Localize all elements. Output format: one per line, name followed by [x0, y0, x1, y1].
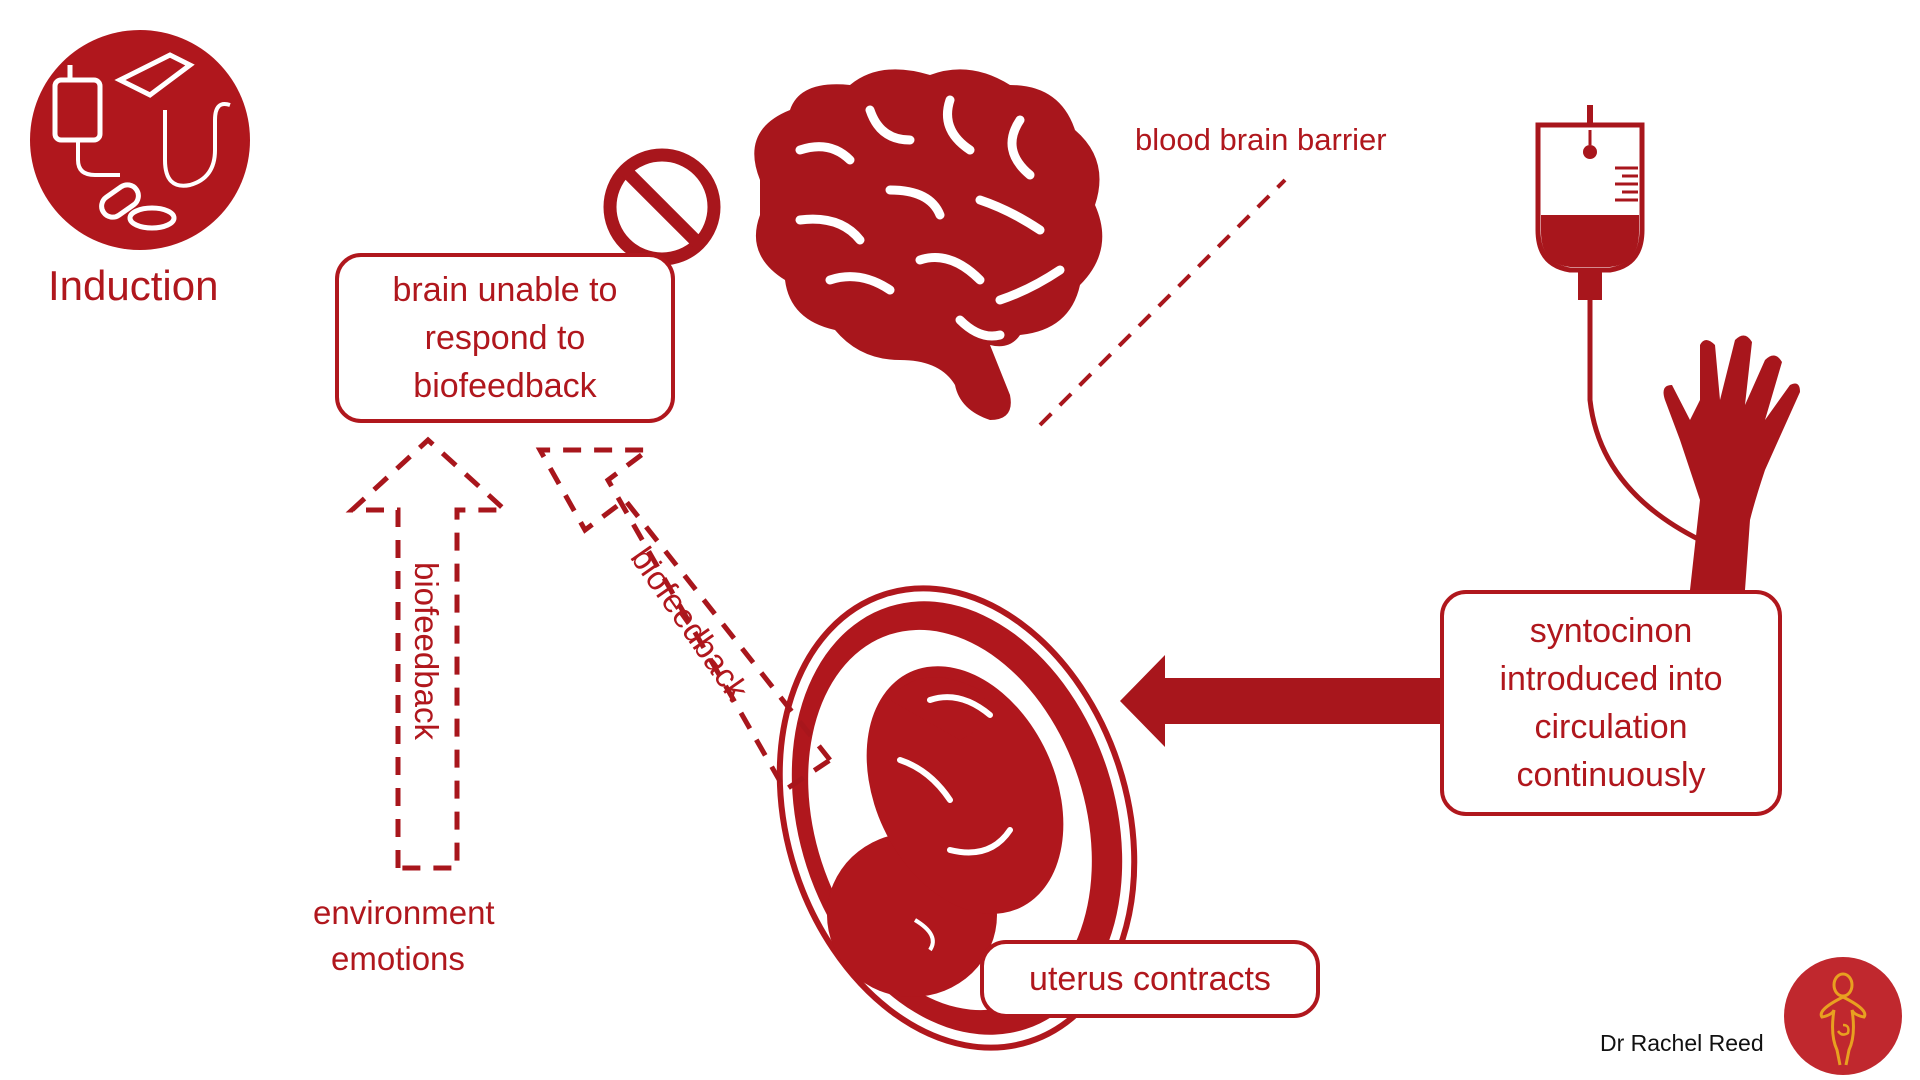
environment-label: environment [313, 894, 495, 931]
emotions-label: emotions [331, 940, 465, 977]
syntocinon-line-4: continuously [1516, 756, 1706, 794]
syntocinon-line-2: introduced into [1499, 660, 1723, 698]
no-entry-icon [603, 148, 721, 266]
goddess-logo-icon [1784, 957, 1902, 1075]
blood-brain-barrier-line [1038, 178, 1287, 427]
syntocinon-line-3: circulation [1534, 708, 1688, 746]
biofeedback-arrow-up [345, 436, 512, 871]
blood-brain-barrier-label: blood brain barrier [1135, 122, 1387, 157]
syntocinon-box: syntocinon introduced into circulation c… [1440, 590, 1782, 816]
hand-icon [1663, 335, 1800, 590]
uterus-box: uterus contracts [980, 940, 1320, 1018]
uterus-box-label: uterus contracts [1029, 960, 1271, 998]
page-title: Induction [48, 262, 219, 309]
iv-bag-icon [1535, 105, 1702, 543]
brain-icon [754, 69, 1103, 420]
brain-box-line-3: biofeedback [413, 367, 597, 405]
syntocinon-line-1: syntocinon [1529, 612, 1693, 650]
credit-text: Dr Rachel Reed [1600, 1030, 1764, 1056]
brain-box-line-1: brain unable to [392, 271, 618, 309]
brain-box-line-2: respond to [424, 319, 586, 357]
biofeedback-label-left: biofeedback [408, 562, 445, 740]
induction-logo-icon [30, 30, 250, 250]
uterus-fetus-icon [776, 585, 1138, 1051]
syntocinon-arrow [1120, 655, 1440, 747]
brain-box: brain unable to respond to biofeedback [335, 253, 675, 423]
